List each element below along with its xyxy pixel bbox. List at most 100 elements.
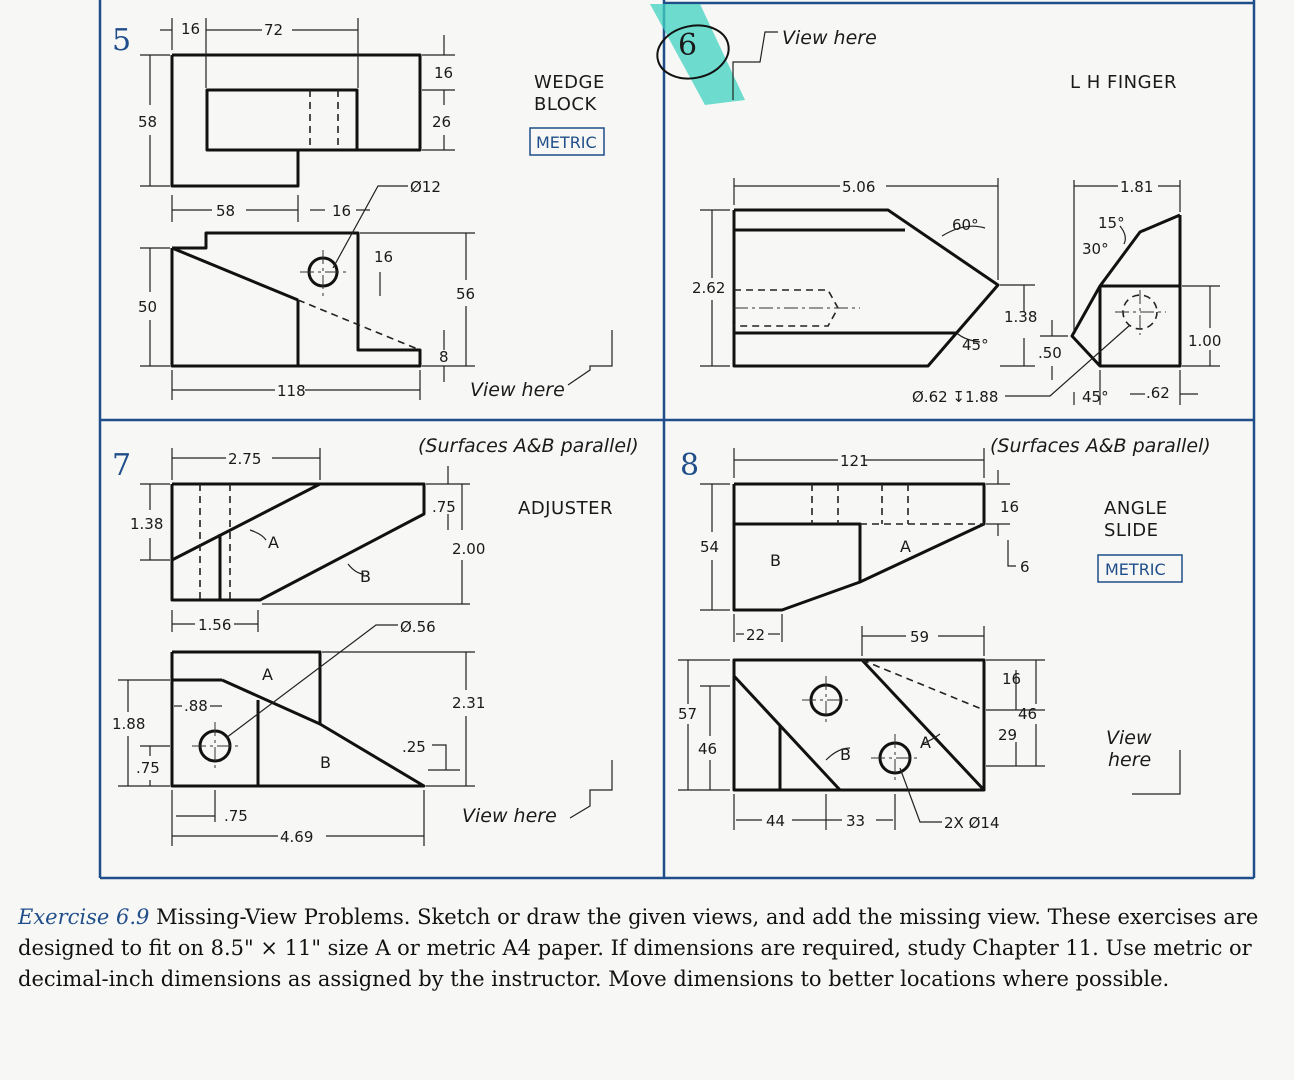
surface-label: A — [920, 733, 931, 752]
dim-label: 59 — [910, 628, 929, 646]
dimension-lines — [118, 448, 613, 846]
dim-label: 50 — [138, 298, 157, 316]
dim-label: 5.06 — [842, 178, 875, 196]
front-view — [170, 650, 426, 788]
dim-label: 2.00 — [452, 540, 485, 558]
view-note: View — [1106, 727, 1152, 749]
dim-label: 58 — [216, 202, 235, 220]
dim-label: .75 — [136, 759, 160, 777]
dim-label: 2.75 — [228, 450, 261, 468]
surface-label: B — [320, 753, 331, 772]
circle-mark — [656, 24, 730, 80]
metric-badge-label: METRIC — [1105, 560, 1166, 579]
part-title: SLIDE — [1104, 520, 1159, 541]
metric-badge — [1097, 554, 1183, 583]
dimension-lines — [140, 18, 613, 400]
figure-caption: Exercise 6.9 Missing-View Problems. Sket… — [18, 902, 1288, 995]
front-view — [170, 231, 422, 368]
metric-badge-label: METRIC — [536, 133, 597, 152]
problem-8: 8 (Surfaces A&B parallel) ANGLE SLIDE ME… — [678, 435, 1211, 832]
dimension-lines — [700, 178, 1220, 405]
dim-label: 58 — [138, 113, 157, 131]
caption-text: Missing-View Problems. Sketch or draw th… — [18, 905, 1259, 991]
view-note: View here — [462, 805, 557, 827]
dim-label: 1.81 — [1120, 178, 1153, 196]
dim-label: 2.31 — [452, 694, 485, 712]
surface-note: (Surfaces A&B parallel) — [990, 435, 1211, 457]
surface-label: B — [770, 551, 781, 570]
dim-label: .75 — [432, 498, 456, 516]
part-title: WEDGE — [534, 72, 605, 93]
view-note: here — [1108, 749, 1151, 771]
dim-label: 57 — [678, 705, 697, 723]
dim-label: 30° — [1082, 240, 1109, 258]
dim-label: Ø.62 ↧1.88 — [912, 388, 998, 406]
dim-label: 16 — [374, 248, 393, 266]
dim-label: 22 — [746, 626, 765, 644]
view-note: View here — [782, 27, 877, 49]
dim-label: Ø12 — [410, 178, 441, 196]
dim-label: 45° — [962, 336, 989, 354]
dim-label: Ø.56 — [400, 618, 436, 636]
dim-label: 54 — [700, 538, 719, 556]
problem-number: 7 — [112, 448, 131, 483]
dim-label: 16 — [181, 20, 200, 38]
front-view — [732, 208, 1000, 368]
dim-label: 16 — [434, 64, 453, 82]
top-view — [170, 482, 426, 602]
view-note: View here — [470, 379, 565, 401]
view-arrow — [732, 31, 778, 100]
part-title: ANGLE — [1104, 498, 1168, 519]
dim-label: 1.38 — [1004, 308, 1037, 326]
surface-label: A — [268, 533, 279, 552]
dim-label: 6 — [1020, 558, 1030, 576]
dim-label: 121 — [840, 452, 869, 470]
part-title: ADJUSTER — [518, 498, 613, 519]
problem-6: 6 View here L H FINGER — [650, 4, 1221, 406]
dim-label: 60° — [952, 216, 979, 234]
dim-label: .62 — [1146, 384, 1170, 402]
dim-label: 1.38 — [130, 515, 163, 533]
problem-number: 8 — [680, 448, 699, 483]
surface-label: B — [840, 745, 851, 764]
dimension-lines — [678, 448, 1181, 830]
problem-frame — [98, 0, 1256, 880]
problem-number: 6 — [678, 28, 697, 63]
dim-label: 15° — [1098, 214, 1125, 232]
dim-label: 44 — [766, 812, 785, 830]
dim-label: .88 — [184, 697, 208, 715]
dim-label: .50 — [1038, 344, 1062, 362]
dim-label: 45° — [1082, 388, 1109, 406]
caption-lead: Exercise 6.9 — [18, 905, 150, 929]
dim-label: 16 — [332, 202, 351, 220]
dim-label: 16 — [1000, 498, 1019, 516]
dim-label: 8 — [439, 348, 449, 366]
dim-label: 33 — [846, 812, 865, 830]
dim-label: 46 — [1018, 705, 1037, 723]
surface-label: A — [262, 665, 273, 684]
dim-label: 1.88 — [112, 715, 145, 733]
problem-7: 7 (Surfaces A&B parallel) ADJUSTER — [112, 435, 639, 846]
dim-label: 29 — [998, 726, 1017, 744]
problem-5: 5 — [112, 18, 613, 401]
surface-label: A — [900, 537, 911, 556]
top-view — [170, 53, 422, 188]
dim-label: 118 — [277, 382, 306, 400]
dim-label: 46 — [698, 740, 717, 758]
dim-label: 2.62 — [692, 279, 725, 297]
dim-label: 16 — [1002, 670, 1021, 688]
front-view — [732, 482, 986, 612]
dim-label: 56 — [456, 285, 475, 303]
dim-label: .25 — [402, 738, 426, 756]
surface-label: B — [360, 567, 371, 586]
part-title: BLOCK — [534, 94, 597, 115]
dim-label: 2X Ø14 — [944, 814, 999, 832]
dim-label: 72 — [264, 21, 283, 39]
top-view — [732, 658, 986, 792]
dim-label: 26 — [432, 113, 451, 131]
dim-label: .75 — [224, 807, 248, 825]
side-view — [1070, 213, 1182, 368]
surface-note: (Surfaces A&B parallel) — [418, 435, 639, 457]
dim-label: 1.00 — [1188, 332, 1221, 350]
dim-label: 4.69 — [280, 828, 313, 846]
